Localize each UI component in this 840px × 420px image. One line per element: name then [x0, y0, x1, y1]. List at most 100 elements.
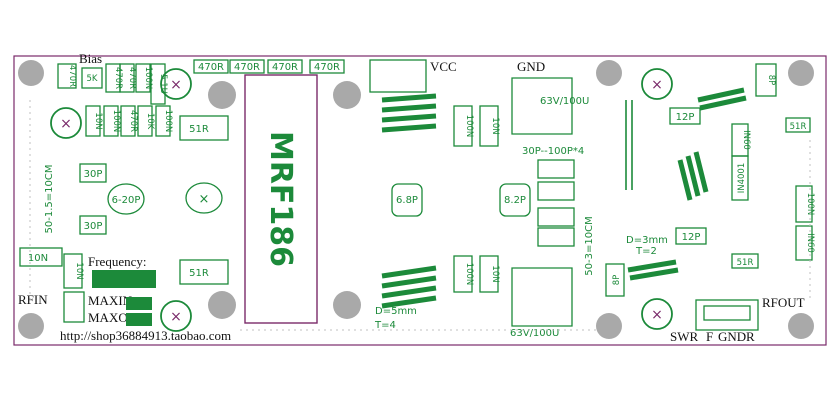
trimmer-capacitor: 6-20P [107, 183, 145, 215]
inductor-coil-right-bottom [627, 259, 679, 281]
trimmer-pot: × [50, 107, 82, 139]
mounting-hole [208, 291, 236, 319]
mounting-hole [208, 81, 236, 109]
svg-text:51R: 51R [189, 268, 209, 279]
mounting-hole [333, 81, 361, 109]
trimmer-pot: × [160, 300, 192, 332]
electrolytic-capacitor: 63V/100U [510, 267, 573, 339]
trimmer-capacitor-x: × [185, 182, 223, 214]
svg-text:12P: 12P [676, 112, 695, 123]
trimmer-pot: × [160, 68, 192, 100]
svg-text:51R: 51R [189, 124, 209, 135]
resistor-51r: 51R [179, 115, 229, 141]
gnd-label: GND [517, 59, 545, 74]
rfin-label: RFIN [18, 292, 48, 307]
svg-text:×: × [60, 116, 72, 132]
capacitor-10n-vertical: 10N [63, 253, 84, 289]
svg-text:470R: 470R [128, 110, 138, 132]
svg-text:470R: 470R [113, 67, 123, 89]
svg-text:51R: 51R [790, 122, 807, 132]
capacitor-group [537, 159, 575, 247]
electrolytic-capacitor: 63V/100U [511, 77, 589, 135]
coil-right-turns: T=2 [635, 246, 657, 257]
capacitor-12p: 12P [675, 227, 707, 245]
bias-label: Bias [79, 51, 102, 66]
svg-text:×: × [651, 77, 663, 93]
svg-text:100N: 100N [805, 193, 815, 216]
svg-text:5.1U: 5.1U [158, 74, 168, 94]
frequency-pad [92, 270, 156, 288]
resistor-470r: 470R [309, 59, 345, 74]
resistor-51r: 51R [179, 259, 229, 285]
svg-text:×: × [199, 192, 210, 207]
svg-text:51R: 51R [737, 258, 754, 268]
capacitor-100n-right: 100N [795, 185, 815, 223]
svg-text:6.8P: 6.8P [396, 195, 418, 206]
resistor-470r: 470R [229, 59, 265, 74]
swr-pin-f: F [706, 329, 713, 344]
resistor-470r: 470R [267, 59, 303, 74]
svg-text:10N: 10N [28, 253, 48, 264]
shop-url: http://shop36884913.taobao.com [60, 328, 231, 343]
svg-text:6-20P: 6-20P [112, 195, 141, 206]
capacitor-10n-mid: 10N [479, 255, 500, 293]
svg-text:IN60: IN60 [741, 130, 751, 150]
svg-text:470R: 470R [67, 65, 77, 87]
svg-text:470R: 470R [127, 67, 137, 89]
coil-turns-label: T=4 [374, 320, 396, 331]
resistor-51r: 51R [731, 253, 759, 269]
board-outline [13, 55, 827, 346]
diode-in60: IN60 [731, 123, 751, 157]
inductor-coil-right-top [697, 87, 747, 111]
mounting-hole [18, 313, 44, 339]
mounting-hole [596, 60, 622, 86]
capacitor-12p: 12P [669, 107, 701, 125]
capacitor-group-label: 30P--100P*4 [522, 146, 584, 157]
mounting-hole [18, 60, 44, 86]
svg-text:100N: 100N [464, 115, 474, 138]
bias-components-vertical: 470R 5K 470R 470R 100N 5.1U [57, 63, 168, 105]
svg-text:30P: 30P [84, 169, 103, 180]
line-length-label-2: 50-3=10CM [584, 216, 595, 275]
swr-label: SWR [670, 329, 699, 344]
svg-text:8P: 8P [612, 275, 622, 286]
line-length-label: 50-1.5=10CM [44, 165, 55, 234]
svg-text:IN4001: IN4001 [737, 163, 747, 194]
resistor-51r: 51R [785, 117, 811, 133]
svg-text:470R: 470R [272, 62, 298, 73]
inductor-coil-top [381, 93, 437, 133]
frequency-label: Frequency: [88, 254, 146, 269]
mounting-hole [333, 291, 361, 319]
trimmer-pot: × [641, 298, 673, 330]
capacitor-100n-mid: 100N [453, 105, 474, 147]
coil-diameter-label: D=5mm [375, 306, 417, 317]
vcc-label: VCC [430, 59, 457, 74]
capacitor-8-2p: 8.2P [499, 183, 531, 217]
vcc-inductor [369, 59, 427, 93]
svg-text:470R: 470R [234, 62, 260, 73]
svg-text:8P: 8P [766, 75, 776, 86]
mounting-hole [596, 313, 622, 339]
rfin-connector [63, 291, 85, 323]
swr-pin-r: R [746, 329, 755, 344]
svg-text:470R: 470R [198, 62, 224, 73]
rfout-label: RFOUT [762, 295, 805, 310]
svg-text:5K: 5K [87, 74, 98, 84]
trimmer-pot: × [641, 68, 673, 100]
svg-text:×: × [170, 77, 182, 93]
svg-text:100N: 100N [464, 263, 474, 286]
svg-text:10N: 10N [74, 262, 84, 279]
maxin-pad [126, 297, 152, 310]
capacitor-10n-mid: 10N [479, 105, 500, 147]
maxout-pad [126, 313, 152, 326]
capacitor-100n-mid: 100N [453, 255, 474, 293]
svg-text:63V/100U: 63V/100U [510, 328, 559, 339]
swr-pin-gnd: GND [718, 329, 746, 344]
inductor-coil-right-mid [677, 151, 709, 201]
svg-text:30P: 30P [84, 221, 103, 232]
inductor-coil-bottom [381, 265, 437, 309]
capacitor-30p: 30P [79, 163, 107, 183]
coil-right-diameter: D=3mm [626, 235, 668, 246]
capacitor-6-8p: 6.8P [391, 183, 423, 217]
